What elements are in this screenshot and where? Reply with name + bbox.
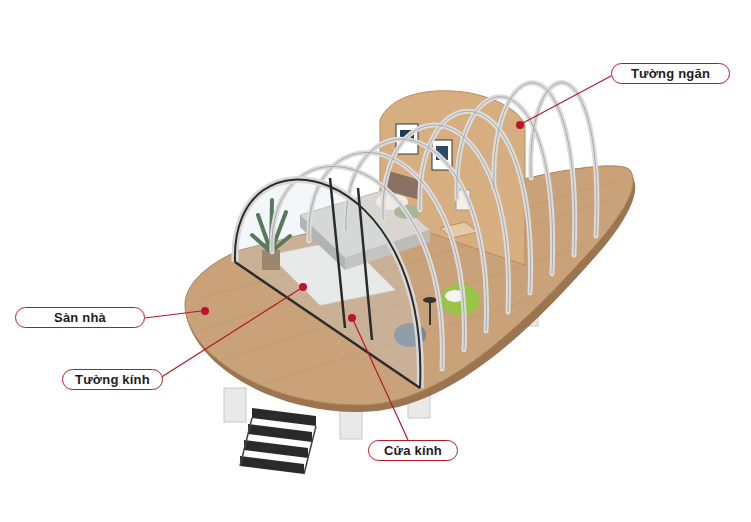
callout-text: Tường ngăn xyxy=(631,66,710,81)
glass-door-frame xyxy=(235,178,420,388)
arch-ribs xyxy=(272,83,597,369)
stairs xyxy=(240,408,316,474)
callout-label: Sàn nhà xyxy=(15,307,145,328)
callout-text: Sàn nhà xyxy=(54,310,106,325)
front-frame xyxy=(235,180,420,388)
callout-text: Tường kính xyxy=(75,372,150,387)
callout-text: Cửa kính xyxy=(384,443,442,458)
glass-wall xyxy=(235,180,420,388)
callout-label: Tường ngăn xyxy=(611,63,730,84)
callout-label: Tường kính xyxy=(62,369,163,390)
front-arch xyxy=(235,180,420,388)
rib-shading xyxy=(272,83,597,369)
leader-dots xyxy=(201,121,524,322)
callout-label: Cửa kính xyxy=(368,440,458,461)
leader-lines xyxy=(145,76,611,440)
